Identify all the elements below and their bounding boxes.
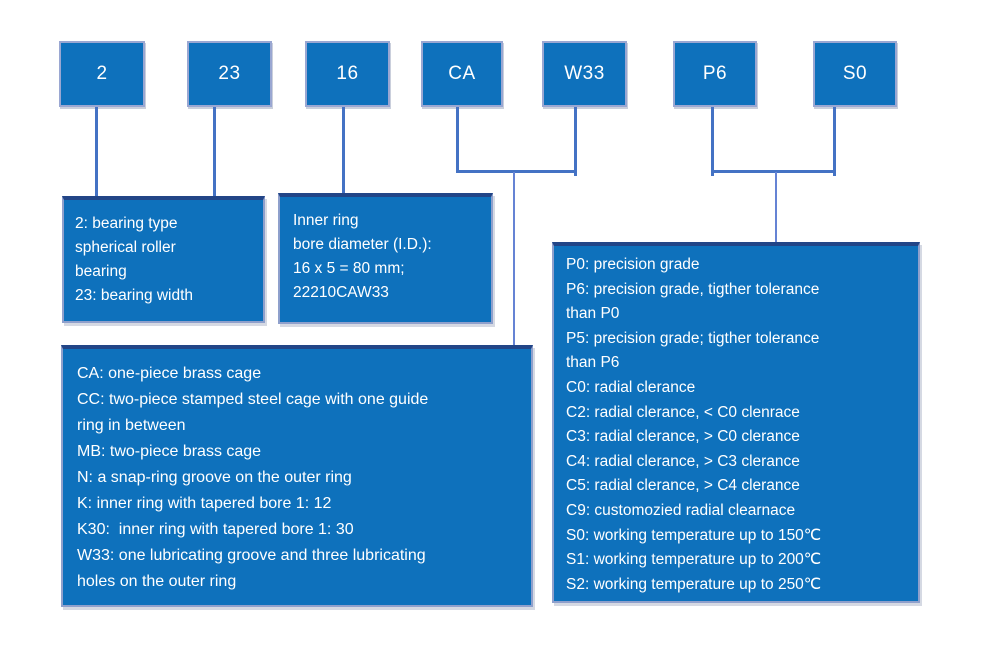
panel-bearing-type: 2: bearing type spherical roller bearing…: [62, 196, 265, 323]
code-box-s0: S0: [813, 41, 897, 107]
code-box-2: 2: [59, 41, 145, 107]
connector-2-line: [95, 107, 98, 196]
connector-ca-line: [456, 107, 459, 173]
code-label: S0: [842, 63, 868, 84]
panel-precision-clearance-temp: P0: precision grade P6: precision grade,…: [552, 242, 920, 603]
code-box-16: 16: [305, 41, 390, 107]
code-label: 23: [218, 63, 241, 84]
panel-bearing-type-text: 2: bearing type spherical roller bearing…: [75, 215, 194, 304]
panel-cage-suffix: CA: one-piece brass cage CC: two-piece s…: [61, 345, 533, 607]
code-label: P6: [702, 63, 728, 84]
code-label: W33: [564, 63, 605, 84]
code-label: 16: [336, 63, 359, 84]
drop-p6-s0-line: [775, 172, 777, 246]
connector-16-line: [342, 107, 345, 194]
code-box-ca: CA: [421, 41, 503, 107]
code-label: CA: [448, 63, 476, 84]
code-label: 2: [96, 63, 108, 84]
panel-cage-suffix-text: CA: one-piece brass cage CC: two-piece s…: [77, 365, 429, 590]
bracket-ca-w33: [456, 170, 577, 173]
code-box-w33: W33: [542, 41, 627, 107]
drop-ca-w33-line: [513, 172, 515, 345]
code-box-p6: P6: [673, 41, 757, 107]
panel-bore-diameter-text: Inner ring bore diameter (I.D.): 16 x 5 …: [293, 212, 432, 301]
panel-precision-clearance-temp-text: P0: precision grade P6: precision grade,…: [566, 256, 822, 593]
connector-w33-line: [574, 107, 577, 176]
panel-bore-diameter: Inner ring bore diameter (I.D.): 16 x 5 …: [278, 193, 493, 324]
bracket-p6-s0: [711, 170, 835, 173]
code-box-23: 23: [187, 41, 272, 107]
connector-23-line: [213, 107, 216, 196]
connector-s0-line: [833, 107, 836, 176]
connector-p6-line: [711, 107, 714, 176]
